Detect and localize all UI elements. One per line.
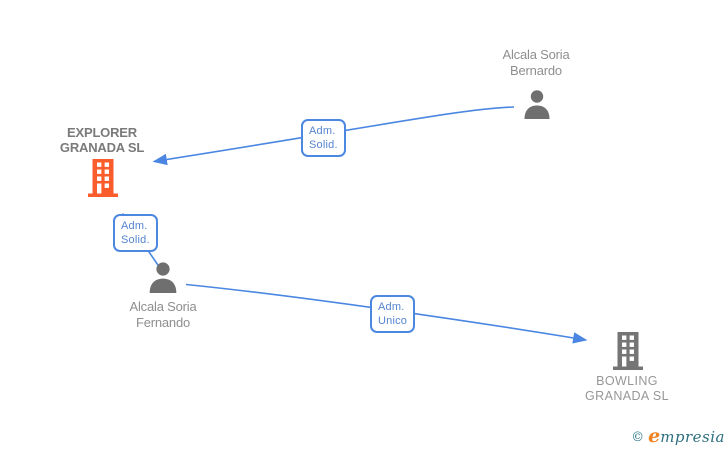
- node-company-explorer-granada[interactable]: [88, 159, 118, 202]
- empresia-logo[interactable]: ©empresia: [631, 425, 725, 447]
- person-icon: [524, 90, 550, 119]
- label-line: BOWLING: [596, 374, 658, 388]
- brand-name: mpresia: [660, 428, 725, 446]
- node-company-bowling-granada[interactable]: [612, 332, 644, 375]
- edge-label-adm-solid-2: Adm. Solid.: [113, 214, 158, 252]
- label-line: GRANADA SL: [59, 140, 145, 155]
- label-line: Fernando: [135, 314, 191, 330]
- edge-label-line: Unico: [378, 315, 408, 327]
- node-person-fernando[interactable]: [147, 261, 179, 298]
- node-label-explorer-granada: EXPLORER GRANADA SL: [32, 125, 172, 155]
- node-label-bernardo: Alcala Soria Bernardo: [466, 47, 606, 79]
- edge-label-adm-unico: Adm. Unico: [370, 295, 416, 333]
- label-line: Bernardo: [510, 63, 562, 78]
- edge-label-line: Solid.: [309, 139, 338, 151]
- edge-label-adm-solid-1: Adm. Solid.: [301, 119, 346, 157]
- label-line: Alcala Soria: [502, 47, 570, 62]
- building-icon: [613, 332, 643, 370]
- edge-bernardo-to-explorer: [152, 106, 515, 166]
- copyright-icon: ©: [631, 430, 645, 445]
- building-icon: [88, 159, 118, 197]
- person-icon: [149, 262, 177, 293]
- brand-initial: e: [648, 425, 661, 447]
- edge-label-line: Adm.: [378, 301, 405, 313]
- label-line: EXPLORER: [67, 125, 137, 140]
- label-line: GRANADA SL: [585, 389, 669, 403]
- node-label-bowling-granada: BOWLING GRANADA SL: [557, 374, 697, 404]
- label-line: Alcala Soria: [129, 299, 197, 314]
- node-person-bernardo[interactable]: [522, 89, 552, 124]
- edge-label-line: Adm.: [121, 220, 148, 232]
- edge-label-line: Solid.: [121, 234, 150, 246]
- node-label-fernando: Alcala Soria Fernando: [93, 299, 233, 330]
- edge-label-line: Adm.: [309, 125, 336, 137]
